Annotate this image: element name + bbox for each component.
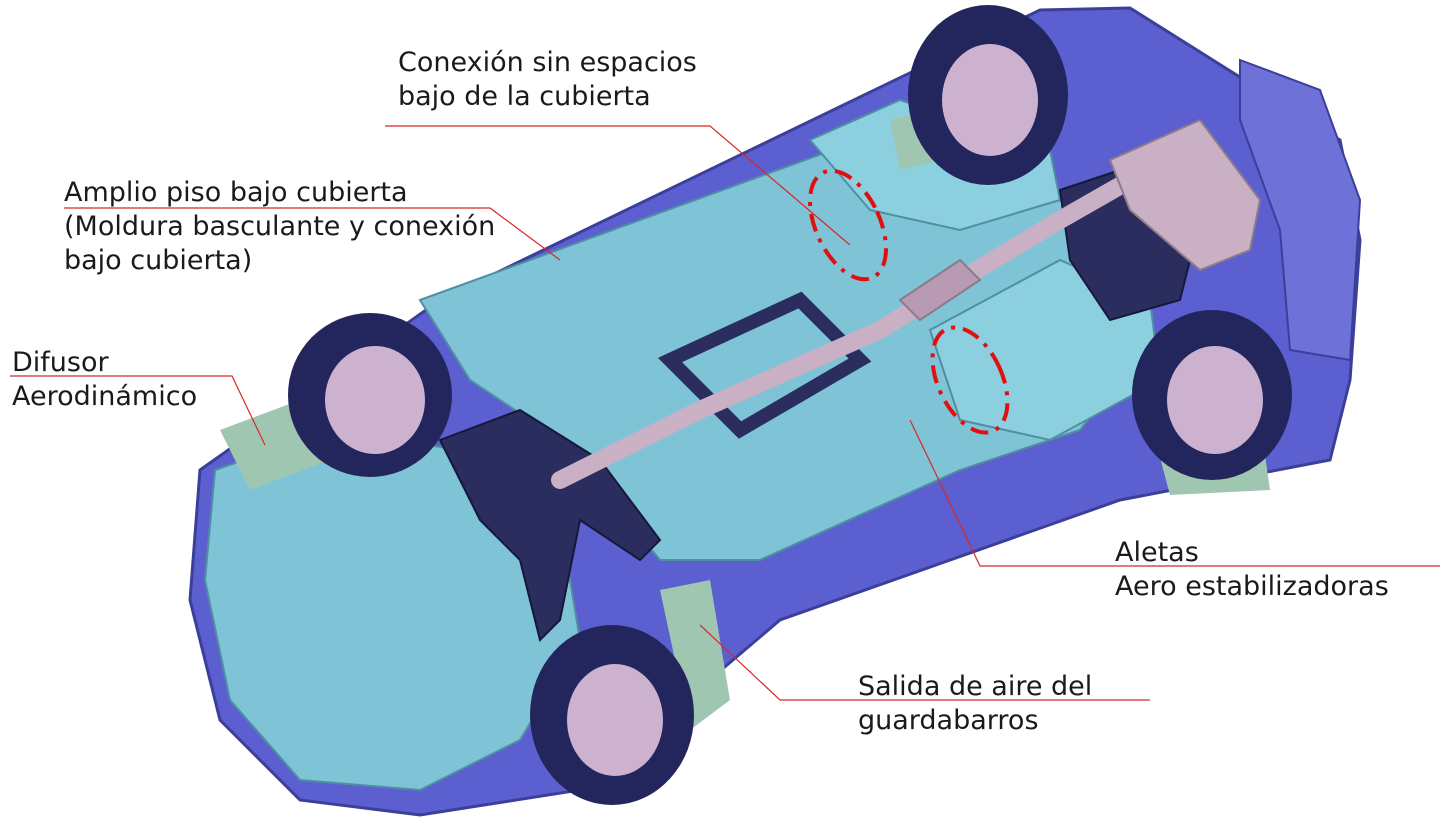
leader-line-amplio xyxy=(64,207,561,261)
callout-text: bajo cubierta) xyxy=(64,245,253,276)
callout-conexion-sin-espacios: Conexión sin espacios bajo de la cubiert… xyxy=(398,46,697,114)
leader-line-conexion xyxy=(385,125,851,246)
wheel-rear-left xyxy=(908,5,1068,185)
catalytic-converter xyxy=(898,258,982,322)
leader-line-difusor xyxy=(10,375,266,446)
muffler xyxy=(1108,118,1262,272)
callout-text: Amplio piso bajo cubierta xyxy=(64,177,408,208)
callout-text: Aletas xyxy=(1115,537,1199,568)
wheel-front-left xyxy=(288,313,452,477)
callout-aletas: Aletas Aero estabilizadoras xyxy=(1115,536,1389,604)
highlight-ellipse-lower xyxy=(930,325,1010,435)
wheel-liner-front-right xyxy=(660,580,730,730)
callout-text: (Moldura basculante y conexión xyxy=(64,211,496,242)
callout-amplio-piso: Amplio piso bajo cubierta (Moldura bascu… xyxy=(64,176,495,278)
rear-bumper-structure xyxy=(1239,58,1362,362)
callout-text: Aerodinámico xyxy=(12,381,198,412)
leader-line-salida xyxy=(699,624,1150,701)
wheel-rear-right xyxy=(1132,310,1292,480)
leader-line-aletas xyxy=(909,419,1440,567)
callout-text: Difusor xyxy=(12,347,109,378)
callout-text: bajo de la cubierta xyxy=(398,81,651,112)
callout-salida-aire: Salida de aire del guardabarros xyxy=(858,670,1092,738)
wheel-front-right xyxy=(530,625,694,805)
callout-difusor: Difusor Aerodinámico xyxy=(12,346,197,414)
callout-text: Aero estabilizadoras xyxy=(1115,571,1389,602)
callout-text: Conexión sin espacios xyxy=(398,47,697,78)
callout-text: Salida de aire del xyxy=(858,671,1093,702)
callout-text: guardabarros xyxy=(858,705,1039,736)
